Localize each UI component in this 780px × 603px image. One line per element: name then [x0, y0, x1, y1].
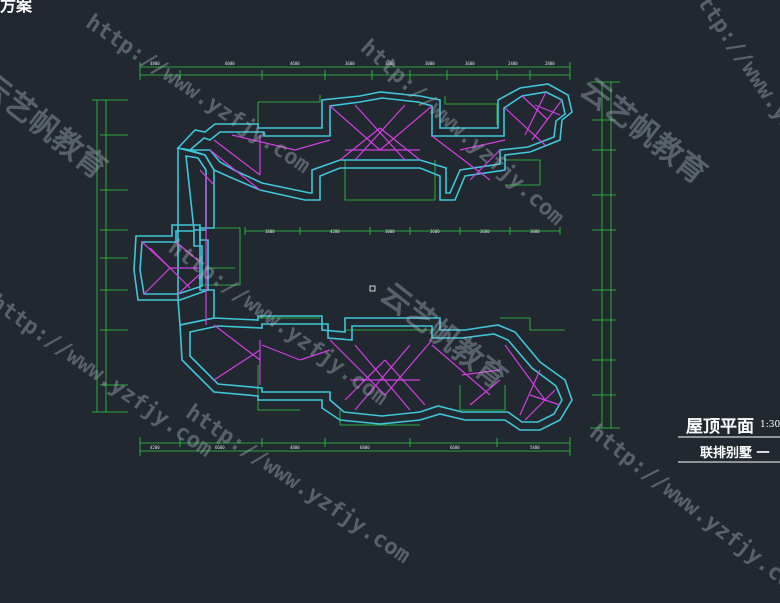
drawing-title: 屋顶平面 [686, 417, 754, 437]
corner-label: 方案 [0, 0, 33, 15]
roof-plan-drawing: 4800 6000 4600 3600 3000 3000 3600 2400 2800 4… [92, 61, 780, 463]
svg-text:4200: 4200 [330, 229, 340, 234]
svg-text:2400: 2400 [508, 61, 518, 66]
svg-text:3000: 3000 [530, 229, 540, 234]
svg-text:4600: 4600 [290, 61, 300, 66]
svg-text:6800: 6800 [360, 445, 370, 450]
svg-text:3600: 3600 [430, 229, 440, 234]
dimension-text: 4800 6000 4600 3600 3000 3000 3600 2400 2800 4… [150, 61, 555, 450]
svg-text:6600: 6600 [215, 445, 225, 450]
center-marker [369, 285, 376, 292]
svg-text:3000: 3000 [385, 229, 395, 234]
svg-text:3600: 3600 [345, 61, 355, 66]
drawing-scale: 1:300 [760, 420, 780, 430]
svg-text:3000: 3000 [385, 61, 395, 66]
roof-outline [133, 83, 573, 431]
svg-text:6000: 6000 [225, 61, 235, 66]
title-block: 屋顶平面 1:300 联排别墅 一 [672, 410, 780, 470]
svg-text:3000: 3000 [425, 61, 435, 66]
svg-text:6600: 6600 [450, 445, 460, 450]
roof-ridges [141, 91, 563, 421]
svg-text:2800: 2800 [545, 61, 555, 66]
svg-text:4800: 4800 [290, 445, 300, 450]
drawing-subtitle: 联排别墅 一 [700, 446, 770, 461]
svg-text:1800: 1800 [265, 229, 275, 234]
svg-text:4800: 4800 [150, 61, 160, 66]
svg-text:3600: 3600 [480, 229, 490, 234]
svg-text:5400: 5400 [530, 445, 540, 450]
svg-text:3600: 3600 [465, 61, 475, 66]
svg-text:4200: 4200 [150, 445, 160, 450]
